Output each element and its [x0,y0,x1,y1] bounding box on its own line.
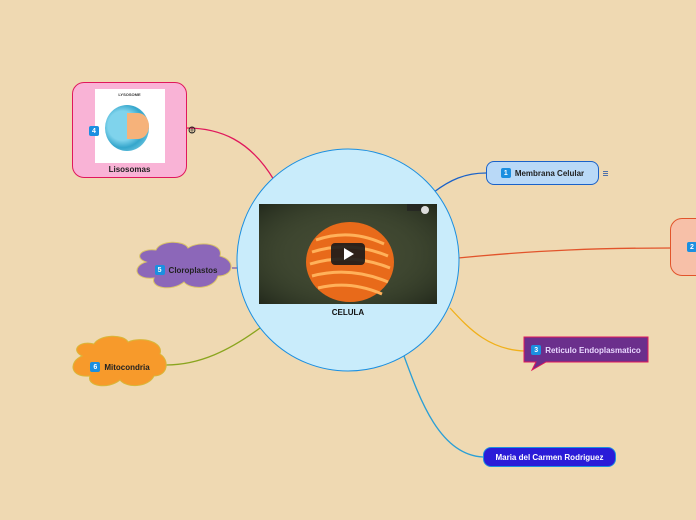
connector-author [403,355,484,458]
topic-2[interactable]: 2 [670,218,696,276]
cloroplastos-cloud-shape [136,241,232,289]
lisosome-image[interactable]: LYSOSOME [94,89,165,163]
topic-lisosomas[interactable]: LYSOSOME Lisosomas 4 [72,82,187,178]
topic-2-number-badge: 2 [687,242,696,252]
mitocondria-number-badge: 6 [90,362,101,372]
topic-author[interactable]: Maria del Carmen Rodriguez [483,447,616,467]
connector-offscreen [457,247,673,259]
link-globe-icon[interactable] [188,126,196,134]
cloroplastos-number-badge: 5 [154,265,165,275]
central-label: CELULA [332,308,365,317]
membrana-label: Membrana Celular [514,168,585,178]
mitocondria-cloud-shape [72,335,167,387]
membrana-number-badge: 1 [500,168,511,178]
topic-membrana-celular[interactable]: 1 Membrana Celular [486,161,599,185]
mitocondria-label: Mitocondria [104,362,150,372]
cloroplastos-label: Cloroplastos [168,265,218,275]
lisosomas-number-badge: 4 [89,126,99,136]
topic-mitocondria[interactable]: 6 Mitocondria [74,355,166,379]
play-icon[interactable] [331,243,365,265]
topic-cloroplastos[interactable]: 5 Cloroplastos [140,258,232,282]
connector-membrana [433,172,487,193]
author-label: Maria del Carmen Rodriguez [495,452,604,462]
note-lines-icon[interactable] [602,170,609,177]
lisosome-cutaway [126,113,149,139]
reticulo-shape [523,336,649,372]
lisosome-image-title: LYSOSOME [118,92,141,97]
reticulo-label: Reticulo Endoplasmatico [545,345,641,355]
reticulo-number-badge: 3 [531,345,542,355]
connector-reticulo [449,307,526,352]
connector-lisosomas [185,127,275,181]
lisosomas-label: Lisosomas [108,165,151,174]
topic-reticulo-endoplasmatico[interactable]: 3 Reticulo Endoplasmatico [524,338,648,362]
connector-mitocondria [165,327,261,366]
